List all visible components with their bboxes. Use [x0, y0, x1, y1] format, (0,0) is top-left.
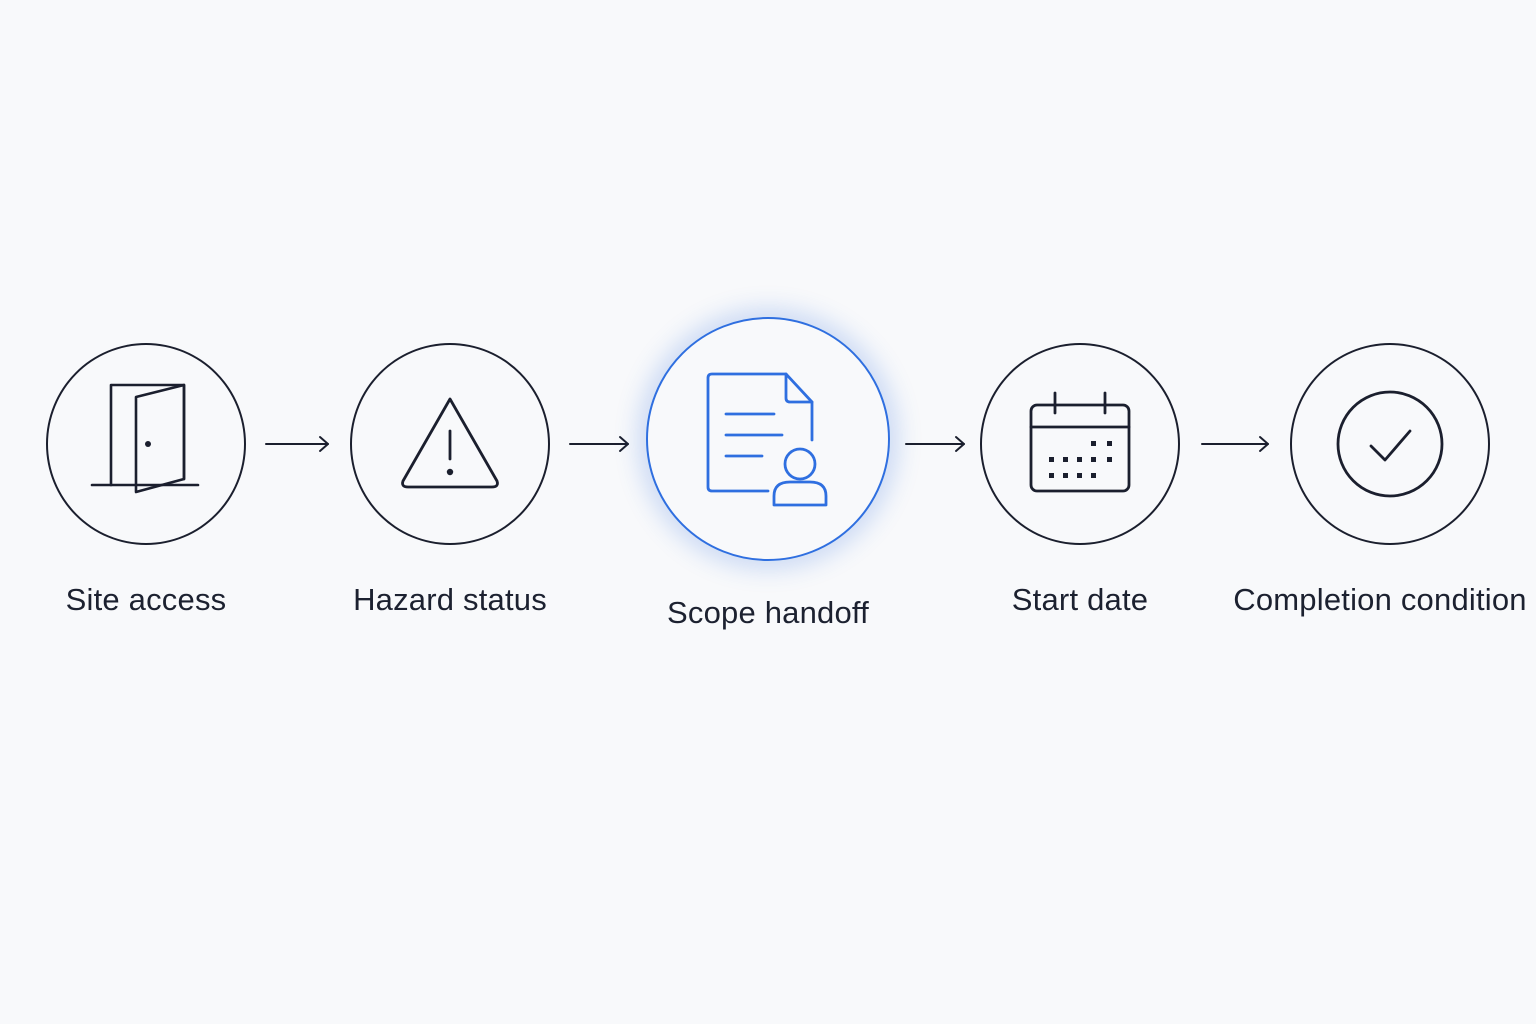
check-circle-icon [1336, 390, 1444, 498]
document-person-icon [706, 372, 828, 507]
step-label: Site access [65, 582, 227, 617]
arrow-right-icon [1201, 436, 1269, 452]
step-circle-active [646, 317, 890, 561]
step-label: Scope handoff [667, 595, 869, 630]
step-circle [980, 343, 1180, 545]
step-circle [350, 343, 550, 545]
step-label: Completion condition [1233, 582, 1527, 617]
warning-triangle-icon [401, 397, 499, 489]
arrow-right-icon [905, 436, 965, 452]
step-circle [46, 343, 246, 545]
arrow-right-icon [265, 436, 329, 452]
step-label: Start date [1011, 582, 1149, 617]
arrow-right-icon [569, 436, 629, 452]
step-circle [1290, 343, 1490, 545]
calendar-icon [1029, 391, 1131, 493]
step-label: Hazard status [353, 582, 547, 617]
door-icon [90, 383, 200, 494]
